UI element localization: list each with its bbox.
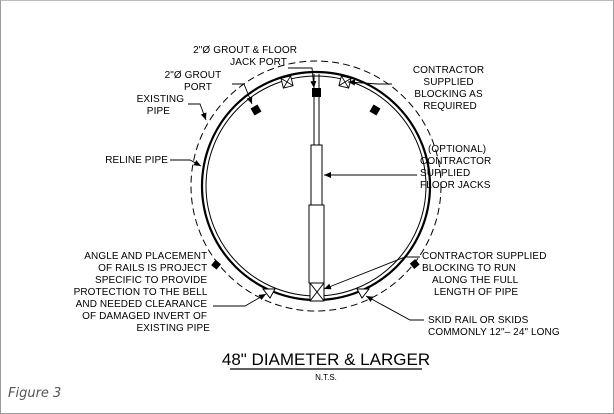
label-floor-jacks: (OPTIONAL) CONTRACTOR SUPPLIED FLOOR JAC… (420, 144, 494, 191)
grout-ports (211, 88, 420, 270)
diagram-title: 48" DIAMETER & LARGER (222, 350, 430, 369)
label-reline-pipe: RELINE PIPE (105, 155, 168, 166)
existing-pipe-circle (190, 60, 442, 312)
floor-jack-assembly (308, 74, 325, 302)
label-existing-pipe: EXISTING PIPE (137, 94, 187, 117)
diagram-subtitle: N.T.S. (315, 373, 337, 382)
label-rails-note: ANGLE AND PLACEMENT OF RAILS IS PROJECT … (74, 251, 211, 334)
leader-lines (170, 67, 424, 321)
blocking-top (280, 75, 352, 89)
label-grout-floor-port: 2"Ø GROUT & FLOOR JACK PORT (193, 45, 300, 68)
label-contractor-blocking: CONTRACTOR SUPPLIED BLOCKING AS REQUIRED (413, 65, 487, 112)
label-grout-port: 2"Ø GROUT PORT (165, 70, 224, 93)
figure-caption: Figure 3 (8, 386, 62, 401)
label-blocking-run: CONTRACTOR SUPPLIED BLOCKING TO RUN ALON… (422, 251, 549, 298)
label-skid-rail: SKID RAIL OR SKIDS COMMONLY 12"– 24" LON… (428, 315, 560, 338)
skid-rails (261, 288, 371, 299)
